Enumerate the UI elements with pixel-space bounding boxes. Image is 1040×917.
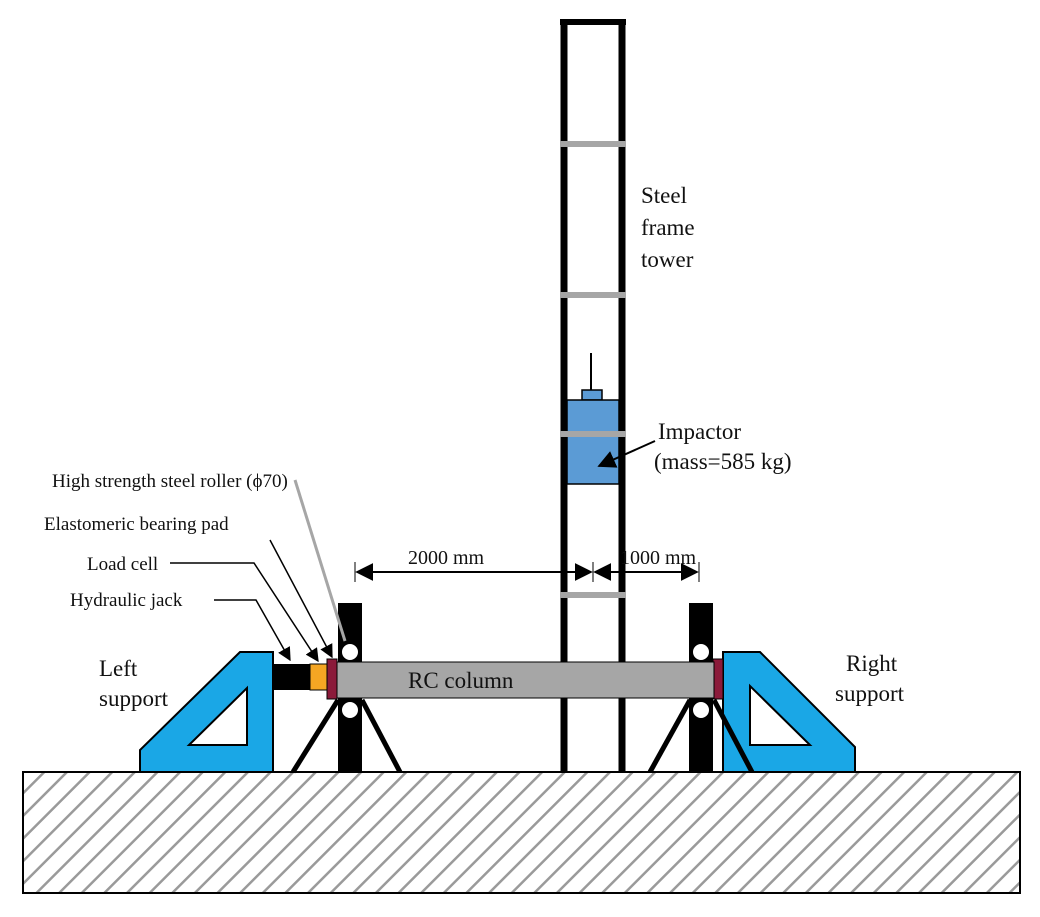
load-cell-label: Load cell <box>87 554 158 575</box>
roller-label: High strength steel roller (ϕ70) <box>52 471 288 492</box>
rc-column <box>336 661 715 699</box>
dimension-lines <box>354 562 700 582</box>
hydraulic-jack-label: Hydraulic jack <box>70 590 183 611</box>
tower-label-line-2: frame <box>641 215 695 240</box>
impactor-label-line-1: Impactor <box>658 419 741 444</box>
steel-frame-tower <box>560 19 626 772</box>
tower-label: Steel frame tower <box>641 183 695 272</box>
rollers <box>340 642 711 720</box>
left-support-label: Left support <box>99 656 169 711</box>
leader-lines <box>170 440 656 663</box>
left-support-label-line-1: Left <box>99 656 138 681</box>
right-support-label-line-1: Right <box>846 651 898 676</box>
right-support-label: Right support <box>835 651 905 706</box>
load-cell <box>309 663 328 691</box>
ground-block <box>22 771 1021 894</box>
bearing-pad-label: Elastomeric bearing pad <box>44 514 229 535</box>
column-label: RC column <box>408 668 514 693</box>
right-support-label-line-2: support <box>835 681 905 706</box>
impactor-label-line-2: (mass=585 kg) <box>654 449 792 474</box>
tower-label-line-1: Steel <box>641 183 687 208</box>
right-support <box>722 651 856 773</box>
tower-label-line-3: tower <box>641 247 694 272</box>
impactor-label: Impactor (mass=585 kg) <box>654 419 792 474</box>
left-bearing-pad <box>326 658 338 700</box>
dim-right-label: 1000 mm <box>620 547 697 569</box>
impactor <box>560 353 626 485</box>
dim-left-label: 2000 mm <box>408 547 485 569</box>
left-support <box>139 651 274 773</box>
hydraulic-jack <box>273 664 310 690</box>
left-support-label-line-2: support <box>99 686 169 711</box>
